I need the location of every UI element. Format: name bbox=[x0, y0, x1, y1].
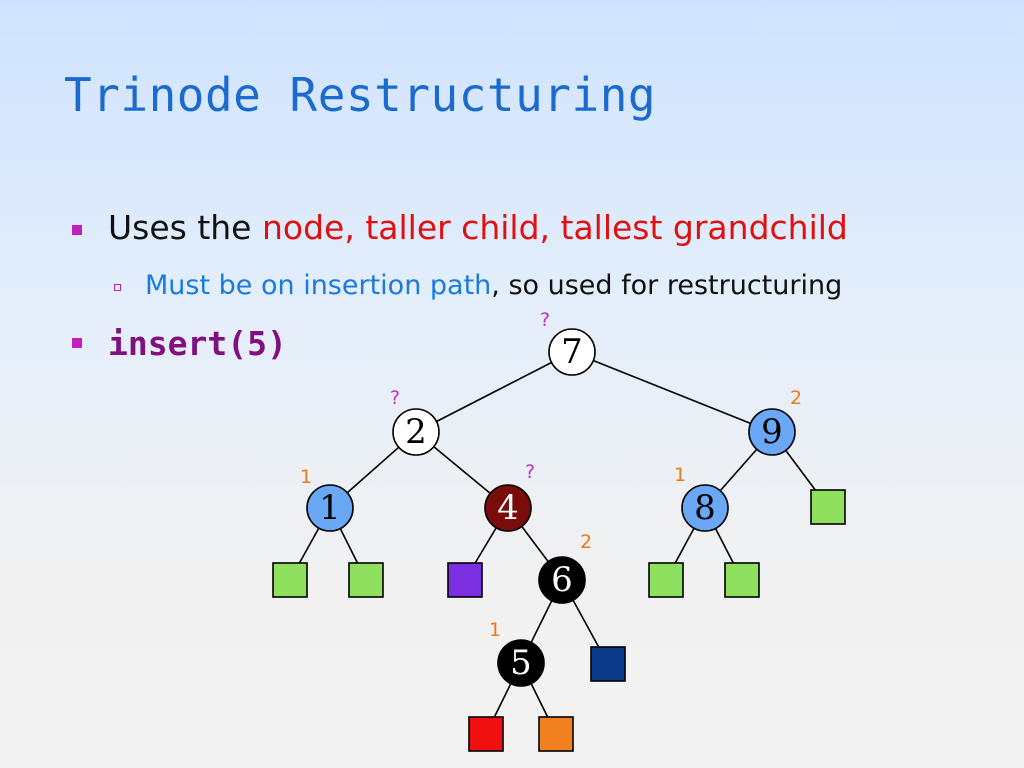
tree-leaves bbox=[272, 489, 846, 752]
node-height-label: 2 bbox=[790, 387, 802, 409]
node-key-label: 1 bbox=[319, 488, 341, 528]
node-circle bbox=[306, 484, 354, 532]
sub-bullet-suffix: , so used for restructuring bbox=[491, 270, 843, 301]
node-height-label: ? bbox=[525, 461, 535, 483]
bullet-uses-prefix: Uses the bbox=[108, 208, 262, 247]
node-key-label: 9 bbox=[761, 412, 783, 452]
sub-bullet-marker bbox=[114, 284, 121, 291]
tree-edge bbox=[571, 351, 773, 433]
tree-node-5: 51 bbox=[489, 619, 545, 687]
node-height-label: 1 bbox=[489, 619, 501, 641]
tree-node-2: 2? bbox=[390, 387, 440, 456]
tree-edge bbox=[415, 351, 573, 433]
node-key-label: 4 bbox=[497, 488, 519, 528]
node-circle bbox=[538, 556, 586, 604]
node-key-label: 7 bbox=[561, 332, 583, 372]
tree-node-6: 62 bbox=[538, 531, 592, 604]
tree-node-7: 7? bbox=[540, 309, 596, 376]
node-key-label: 2 bbox=[405, 412, 427, 452]
external-leaf-node bbox=[468, 716, 504, 752]
external-leaf-node bbox=[348, 562, 384, 598]
node-circle bbox=[392, 408, 440, 456]
node-height-label: 2 bbox=[580, 531, 592, 553]
external-leaf-node bbox=[272, 562, 308, 598]
node-height-label: ? bbox=[540, 309, 550, 331]
sub-bullet-highlight: Must be on insertion path bbox=[145, 270, 492, 301]
external-leaf-node bbox=[447, 562, 483, 598]
node-height-label: 1 bbox=[674, 464, 686, 486]
node-circle bbox=[497, 639, 545, 687]
bullet-uses: Uses the node, taller child, tallest gra… bbox=[108, 208, 848, 247]
node-height-label: 1 bbox=[300, 466, 312, 488]
node-key-label: 8 bbox=[694, 488, 716, 528]
bullet-uses-highlight: node, taller child, tallest grandchild bbox=[261, 208, 848, 247]
node-circle bbox=[681, 484, 729, 532]
external-leaf-node bbox=[590, 646, 626, 682]
external-leaf-node bbox=[648, 562, 684, 598]
bullet-insert-call: insert(5) bbox=[108, 324, 287, 363]
slide-title: Trinode Restructuring bbox=[64, 68, 657, 122]
node-key-label: 5 bbox=[510, 643, 532, 683]
external-leaf-node bbox=[724, 562, 760, 598]
sub-bullet-insertion-path: Must be on insertion path, so used for r… bbox=[145, 270, 842, 301]
tree-node-4: 4? bbox=[484, 461, 535, 532]
tree-edges bbox=[289, 351, 829, 735]
external-leaf-node bbox=[538, 716, 574, 752]
node-circle bbox=[748, 408, 796, 456]
external-leaf-node bbox=[810, 489, 846, 525]
tree-node-1: 11 bbox=[300, 466, 354, 532]
node-height-label: ? bbox=[390, 387, 400, 409]
bullet-marker bbox=[72, 225, 82, 235]
tree-node-9: 92 bbox=[748, 387, 802, 456]
node-key-label: 6 bbox=[551, 560, 573, 600]
node-circle bbox=[548, 328, 596, 376]
bullet-marker bbox=[72, 338, 82, 348]
node-circle bbox=[484, 484, 532, 532]
tree-node-8: 81 bbox=[674, 464, 729, 532]
